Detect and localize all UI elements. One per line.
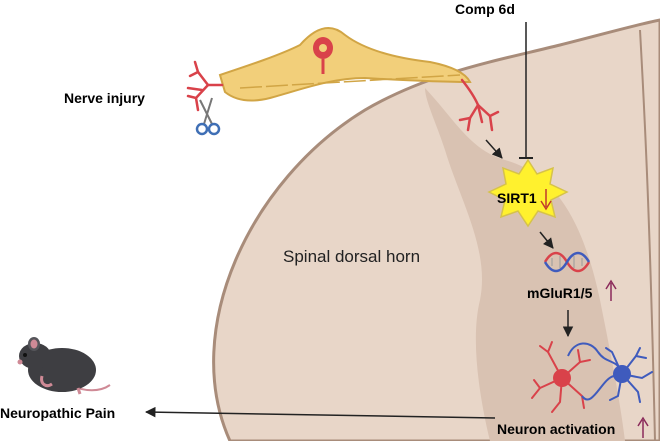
spinal-midline — [639, 29, 656, 442]
neuron-blue-icon — [605, 347, 653, 403]
axon-connection — [581, 375, 615, 401]
nerve-injury-label: Nerve injury — [64, 90, 145, 106]
neuron-activation-label: Neuron activation — [497, 421, 616, 437]
sensory-nerve — [218, 26, 472, 102]
arrow-terminal-to-sirt1 — [485, 139, 503, 159]
dorsal-horn-band — [425, 88, 625, 441]
scissors-icon — [195, 97, 221, 136]
mglur-label: mGluR1/5 — [527, 285, 593, 301]
sirt1-star-icon — [487, 158, 569, 228]
comp-6d-label: Comp 6d — [455, 1, 515, 17]
peripheral-terminal — [186, 60, 224, 112]
neuron-red-icon — [531, 341, 591, 413]
spinal-dorsal-horn-label: Spinal dorsal horn — [283, 247, 421, 266]
arrow-to-neuropathic-pain — [144, 406, 496, 419]
sirt1-label: SIRT1 — [497, 190, 537, 206]
dna-icon — [543, 251, 591, 273]
central-terminal — [458, 78, 500, 132]
mouse-icon — [17, 337, 111, 395]
neuropathic-pain-label: Neuropathic Pain — [0, 405, 116, 421]
arrow-sirt1-to-dna — [539, 231, 554, 249]
blue-axon-top — [567, 342, 619, 367]
